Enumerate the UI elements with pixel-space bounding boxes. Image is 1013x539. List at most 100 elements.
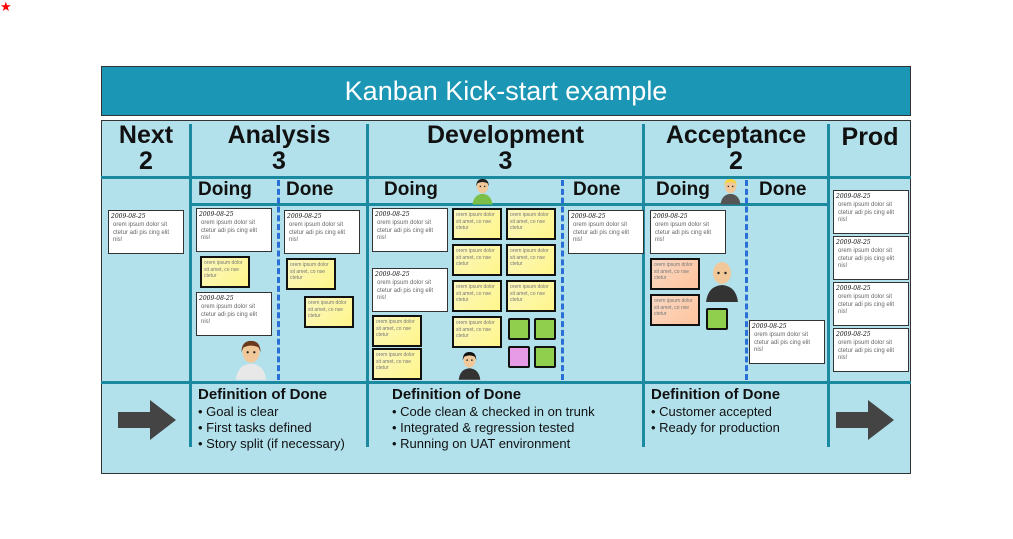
- task-card[interactable]: 2009-08-25 orem ipsum dolor sit ctetur ad…: [196, 292, 272, 336]
- card-text: orem ipsum dolor sit ctetur adi pis cing…: [201, 220, 258, 241]
- column-prod: Prod: [830, 124, 910, 150]
- doing-done-divider: [277, 180, 280, 380]
- column-divider: [827, 124, 830, 447]
- dod-item: Story split (if necessary): [206, 436, 345, 451]
- sticky-note[interactable]: orem ipsum dolor sit amet, co nse ctetur: [650, 294, 700, 326]
- task-card[interactable]: 2009-08-25 orem ipsum dolor sit ctetur ad…: [833, 328, 909, 372]
- sticky-note[interactable]: orem ipsum dolor sit amet, co nse ctetur: [372, 315, 422, 347]
- card-date: 2009-08-25: [836, 239, 871, 246]
- column-divider: [642, 124, 645, 447]
- card-date: 2009-08-25: [375, 211, 410, 218]
- card-text: orem ipsum dolor sit ctetur adi pis cing…: [573, 222, 630, 243]
- dod-title: Definition of Done: [392, 386, 522, 403]
- dod-item: Ready for production: [659, 420, 780, 435]
- development-done-label: Done: [573, 179, 621, 200]
- column-name: Acceptance: [665, 121, 807, 149]
- column-name: Development: [427, 121, 584, 149]
- dod-item: Integrated & regression tested: [400, 420, 575, 435]
- green-ready-tag: [534, 318, 556, 340]
- task-card[interactable]: 2009-08-25 orem ipsum dolor sit ctetur ad…: [372, 208, 448, 252]
- subheader-divider: [190, 203, 827, 206]
- dod-item: Goal is clear: [206, 404, 279, 419]
- task-card[interactable]: 2009-08-25 orem ipsum dolor sit ctetur ad…: [196, 208, 272, 252]
- card-date: 2009-08-25: [199, 295, 234, 302]
- card-text: orem ipsum dolor sit ctetur adi pis cing…: [289, 222, 346, 243]
- dod-title: Definition of Done: [651, 386, 781, 403]
- board-title: Kanban Kick-start example: [101, 66, 911, 116]
- red-star-icon: ★: [0, 0, 12, 14]
- card-text: orem ipsum dolor sit ctetur adi pis cing…: [113, 222, 170, 243]
- task-card[interactable]: 2009-08-25 orem ipsum dolor sit ctetur ad…: [372, 268, 448, 312]
- card-text: orem ipsum dolor sit ctetur adi pis cing…: [201, 304, 258, 325]
- card-date: 2009-08-25: [836, 285, 871, 292]
- wip-limit: 2: [729, 147, 743, 175]
- column-divider: [189, 124, 192, 447]
- column-name: Prod: [841, 123, 899, 151]
- doing-done-divider: [561, 180, 564, 380]
- sticky-note[interactable]: orem ipsum dolor sit amet, co nse ctetur: [200, 256, 250, 288]
- card-date: 2009-08-25: [836, 193, 871, 200]
- task-card[interactable]: 2009-08-25 orem ipsum dolor sit ctetur ad…: [833, 190, 909, 234]
- arrow-right-icon: [836, 400, 894, 440]
- card-text: orem ipsum dolor sit ctetur adi pis cing…: [838, 248, 895, 269]
- sticky-note[interactable]: orem ipsum dolor sit amet, co nse ctetur: [304, 296, 354, 328]
- wip-limit: 2: [139, 147, 153, 175]
- column-name: Next: [118, 121, 174, 149]
- card-text: orem ipsum dolor sit ctetur adi pis cing…: [838, 340, 895, 361]
- card-date: 2009-08-25: [199, 211, 234, 218]
- development-doing-label: Doing: [384, 179, 438, 200]
- tester-avatar: [706, 262, 738, 302]
- card-date: 2009-08-25: [836, 331, 871, 338]
- task-card[interactable]: 2009-08-25 orem ipsum dolor sit ctetur ad…: [108, 210, 184, 254]
- dod-item: Running on UAT environment: [400, 436, 571, 451]
- sticky-note[interactable]: orem ipsum dolor sit amet, co nse ctetur: [650, 258, 700, 290]
- pink-blocker-tag: [508, 346, 530, 368]
- sticky-note[interactable]: orem ipsum dolor sit amet, co nse ctetur: [506, 208, 556, 240]
- dod-item: First tasks defined: [206, 420, 312, 435]
- doing-done-divider: [745, 180, 748, 380]
- developer-avatar: [458, 352, 481, 380]
- green-ready-tag: [534, 346, 556, 368]
- green-ready-tag: [508, 318, 530, 340]
- card-text: orem ipsum dolor sit ctetur adi pis cing…: [754, 332, 811, 353]
- sticky-note[interactable]: orem ipsum dolor sit amet, co nse ctetur: [506, 244, 556, 276]
- sticky-note[interactable]: orem ipsum dolor sit amet, co nse ctetur: [452, 244, 502, 276]
- development-definition-of-done: Definition of Done • Code clean & checke…: [392, 386, 595, 452]
- sticky-note[interactable]: orem ipsum dolor sit amet, co nse ctetur: [452, 316, 502, 348]
- sticky-note[interactable]: orem ipsum dolor sit amet, co nse ctetur: [452, 208, 502, 240]
- task-card[interactable]: 2009-08-25 orem ipsum dolor sit ctetur ad…: [833, 236, 909, 280]
- card-text: orem ipsum dolor sit ctetur adi pis cing…: [377, 280, 434, 301]
- card-date: 2009-08-25: [375, 271, 410, 278]
- column-divider: [366, 124, 369, 447]
- dod-title: Definition of Done: [198, 386, 328, 403]
- acceptance-definition-of-done: Definition of Done • Customer accepted •…: [651, 386, 781, 436]
- acceptance-done-label: Done: [759, 179, 807, 200]
- sticky-note[interactable]: orem ipsum dolor sit amet, co nse ctetur: [286, 258, 336, 290]
- card-date: 2009-08-25: [571, 213, 606, 220]
- task-card[interactable]: 2009-08-25 orem ipsum dolor sit ctetur ad…: [568, 210, 644, 254]
- analysis-definition-of-done: Definition of Done • Goal is clear • Fir…: [198, 386, 345, 452]
- card-date: 2009-08-25: [653, 213, 688, 220]
- sticky-note[interactable]: orem ipsum dolor sit amet, co nse ctetur: [506, 280, 556, 312]
- wip-limit: 3: [498, 147, 513, 175]
- card-text: orem ipsum dolor sit ctetur adi pis cing…: [377, 220, 434, 241]
- column-name: Analysis: [227, 121, 331, 149]
- sticky-note[interactable]: orem ipsum dolor sit amet, co nse ctetur: [452, 280, 502, 312]
- card-text: orem ipsum dolor sit ctetur adi pis cing…: [838, 202, 895, 223]
- arrow-right-icon: [118, 400, 176, 440]
- definition-divider: [101, 381, 911, 384]
- dod-item: Code clean & checked in on trunk: [400, 404, 595, 419]
- header-divider: [101, 176, 911, 179]
- sticky-note[interactable]: orem ipsum dolor sit amet, co nse ctetur: [372, 348, 422, 380]
- customer-avatar: [720, 178, 741, 205]
- wip-limit: 3: [272, 147, 286, 175]
- card-date: 2009-08-25: [111, 213, 146, 220]
